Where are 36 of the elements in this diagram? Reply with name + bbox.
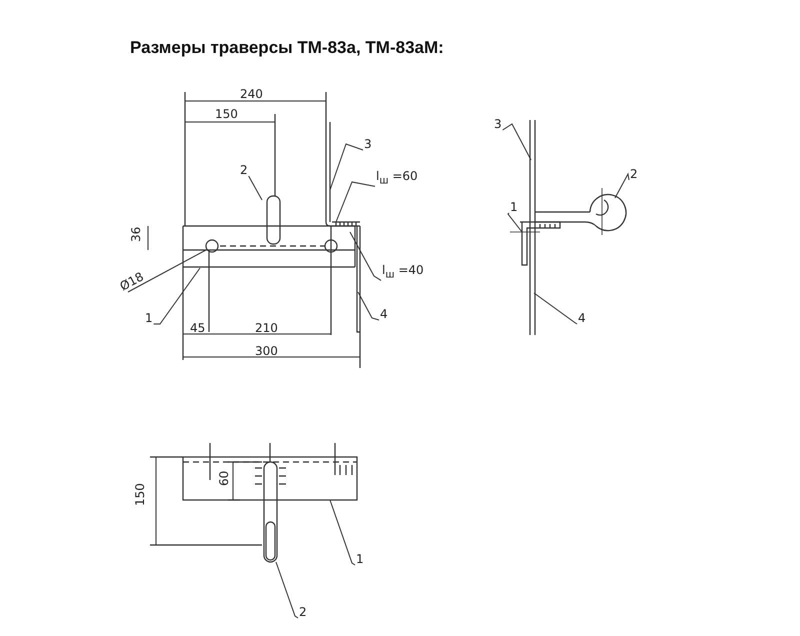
leader-line (330, 143, 364, 190)
callout-number: 4 (578, 312, 586, 324)
leader-line (248, 176, 262, 200)
leader-line (502, 123, 532, 160)
hook-rod (263, 461, 278, 563)
dimension-label: Ø18 (118, 270, 146, 293)
leader-line (350, 232, 382, 281)
leader-line (507, 212, 522, 232)
weld-label: l$_{ш}$ =60 (376, 170, 418, 186)
leader-line (276, 562, 298, 618)
callout-number: 1 (510, 201, 518, 213)
callout-number: 3 (364, 138, 372, 150)
leader-line (330, 500, 356, 566)
dimension-label: 36 (130, 226, 142, 242)
leader-line (358, 292, 380, 320)
callout-number: 3 (494, 118, 502, 130)
callout-number: 4 (380, 308, 388, 320)
callout-number: 2 (240, 164, 248, 176)
angle-plate (182, 456, 358, 501)
dimension-label: 210 (255, 322, 278, 334)
dimension-label: 150 (134, 483, 146, 506)
leader-line (336, 181, 376, 222)
dimension-label: 300 (255, 345, 278, 357)
dimension-label: 150 (215, 108, 238, 120)
dimension-label: 60 (218, 470, 230, 486)
callout-number: 2 (299, 606, 307, 618)
dimension-label: 240 (240, 88, 263, 100)
callout-number: 1 (356, 553, 364, 565)
callout-number: 1 (145, 312, 153, 324)
leader-line (534, 292, 578, 324)
dimension-label: 45 (190, 322, 206, 334)
leader-line (614, 172, 630, 198)
drawing-title: Размеры траверсы ТМ-83а, ТМ-83аМ: (130, 38, 444, 58)
leader-line (153, 268, 200, 324)
weld-label: l$_{ш}$ =40 (382, 264, 424, 280)
callout-number: 2 (630, 168, 638, 180)
